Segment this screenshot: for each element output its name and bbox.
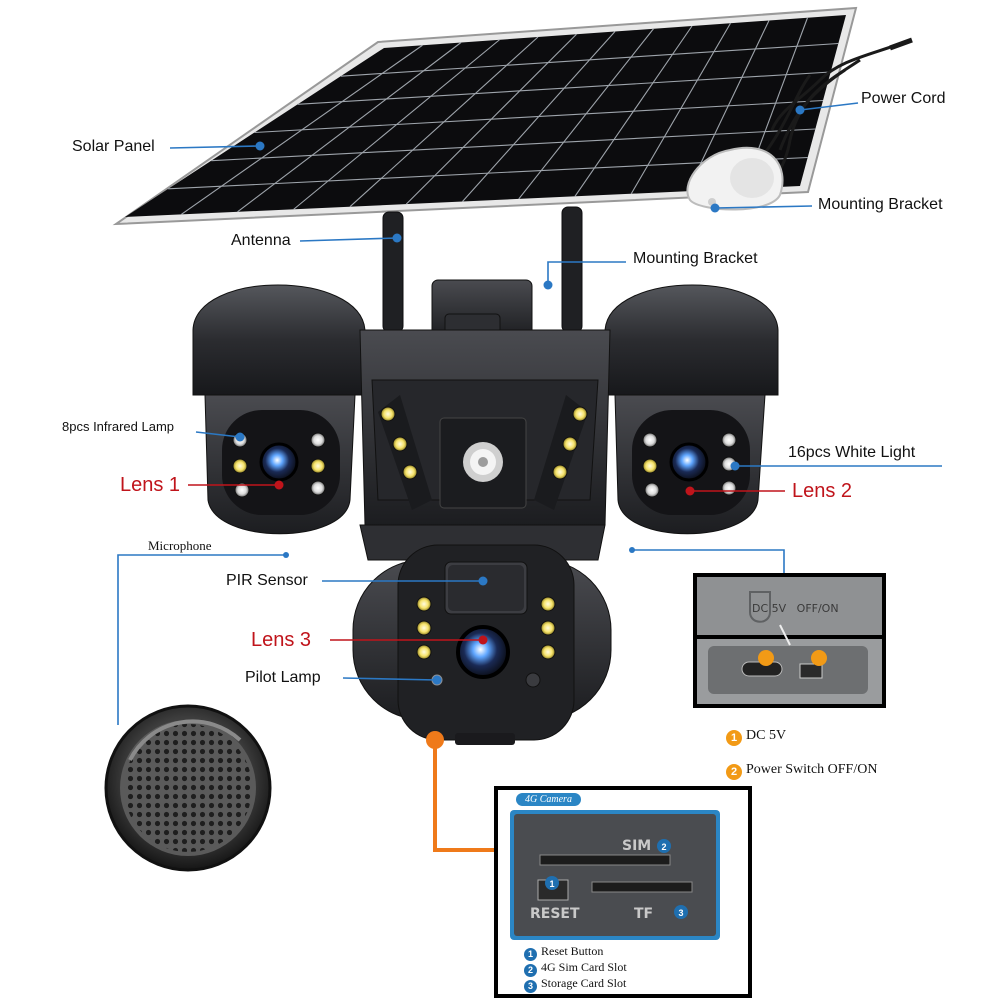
power-panel-photo (693, 573, 886, 708)
slot-label-tf: TF (634, 906, 654, 922)
power-legend-text: DC 5V (746, 728, 787, 743)
camera-tag: 4G Camera (516, 793, 581, 806)
slot-legend-text: 4G Sim Card Slot (541, 960, 627, 974)
slot-legend-text: Reset Button (541, 944, 604, 958)
led-light (572, 406, 588, 422)
label-mounting-bracket-mid: Mounting Bracket (633, 250, 758, 267)
label-microphone: Microphone (148, 538, 212, 553)
wall-bracket (686, 146, 784, 211)
led-light (234, 482, 250, 498)
led-light (416, 644, 432, 660)
label-power-cord: Power Cord (861, 90, 946, 107)
led-light (642, 458, 658, 474)
label-solar-panel: Solar Panel (72, 138, 155, 155)
number-badge: 1 (726, 730, 742, 746)
lens-3 (456, 625, 510, 679)
label-white-light: 16pcs White Light (788, 444, 916, 461)
number-badge: 2 (726, 764, 742, 780)
led-light (721, 480, 737, 496)
slot-label-reset: RESET (530, 906, 580, 922)
led-light (310, 480, 326, 496)
slot-panel-photo: 2 1 3 (494, 786, 752, 998)
power-legend-item-2: 2 Power Switch OFF/ON (726, 763, 877, 780)
led-light (416, 596, 432, 612)
left-dome-camera (192, 284, 366, 535)
led-light (416, 620, 432, 636)
power-cover-text: DC 5V OFF/ON (752, 602, 839, 615)
led-array (232, 406, 737, 660)
led-light (310, 432, 326, 448)
led-light (392, 436, 408, 452)
svg-text:1: 1 (549, 879, 554, 889)
led-light (644, 482, 660, 498)
power-legend-text: Power Switch OFF/ON (746, 762, 878, 777)
central-housing (359, 329, 611, 526)
number-badge: 2 (524, 964, 537, 977)
lens-2 (669, 442, 709, 482)
solar-panel (112, 6, 858, 226)
led-light (380, 406, 396, 422)
slot-legend-item-3: 3 Storage Card Slot (524, 977, 626, 993)
label-infrared-lamp: 8pcs Infrared Lamp (62, 419, 175, 434)
label-pir-sensor: PIR Sensor (226, 572, 308, 589)
label-lens-3: Lens 3 (251, 629, 312, 651)
power-legend-item-1: 1 DC 5V (726, 729, 786, 746)
microphone-closeup (104, 704, 272, 872)
right-dome-camera (604, 284, 779, 535)
slot-label-sim: SIM (622, 838, 652, 854)
number-badge: 1 (524, 948, 537, 961)
label-lens-2: Lens 2 (792, 480, 853, 502)
number-badge: 3 (524, 980, 537, 993)
led-light (552, 464, 568, 480)
led-light (540, 644, 556, 660)
led-light (642, 432, 658, 448)
led-light (721, 432, 737, 448)
leader-lines (117, 102, 942, 852)
leader-dots (235, 105, 805, 749)
led-light (232, 458, 248, 474)
svg-text:3: 3 (678, 908, 683, 918)
led-light (540, 596, 556, 612)
slot-legend-text: Storage Card Slot (541, 976, 627, 990)
slot-legend-item-1: 1 Reset Button (524, 945, 603, 961)
led-light (540, 620, 556, 636)
led-light (562, 436, 578, 452)
svg-text:2: 2 (661, 842, 666, 852)
label-antenna: Antenna (231, 232, 291, 249)
led-light (402, 464, 418, 480)
label-mounting-bracket-top: Mounting Bracket (818, 196, 943, 213)
led-light (310, 458, 326, 474)
label-pilot-lamp: Pilot Lamp (245, 669, 321, 686)
slot-legend-item-2: 2 4G Sim Card Slot (524, 961, 627, 977)
label-lens-1: Lens 1 (120, 474, 181, 496)
lens-1 (259, 442, 299, 482)
